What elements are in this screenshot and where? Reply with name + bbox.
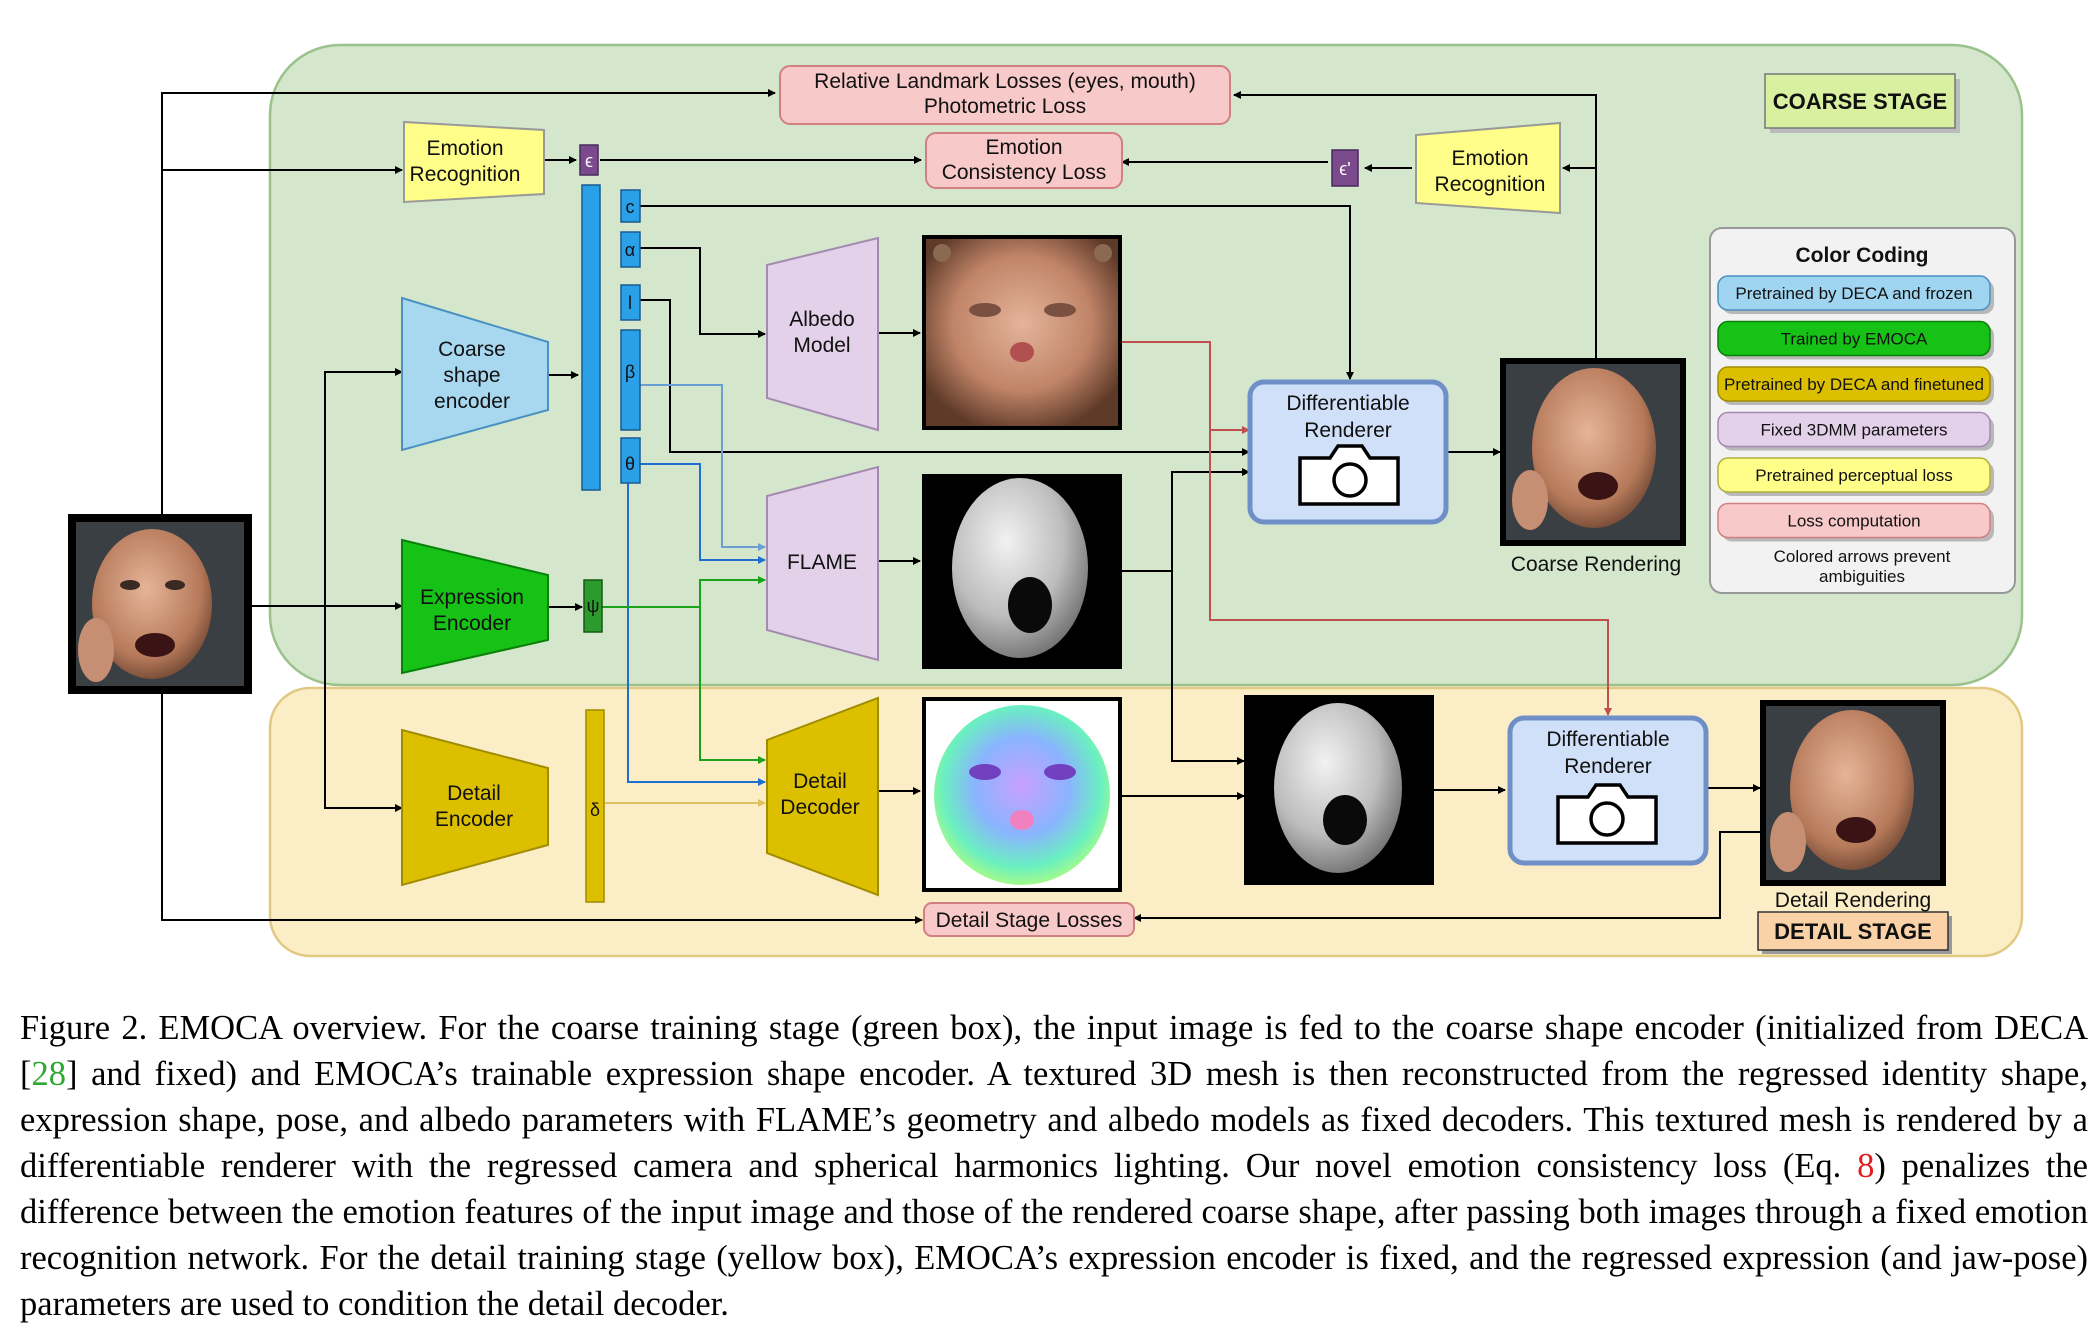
emotion-consistency-loss-box: Emotion Consistency Loss bbox=[925, 132, 1123, 189]
param-alpha: α bbox=[620, 231, 641, 268]
svg-text:ϵ': ϵ' bbox=[1339, 159, 1350, 179]
svg-text:β: β bbox=[625, 362, 635, 382]
detail-encoder: Detail Encoder bbox=[401, 728, 549, 887]
coarse-rendering-image bbox=[1500, 358, 1686, 546]
svg-text:Detail: Detail bbox=[793, 770, 847, 793]
flame-model: FLAME bbox=[766, 465, 879, 662]
svg-text:Coarse: Coarse bbox=[438, 338, 506, 361]
svg-text:Encoder: Encoder bbox=[433, 612, 511, 635]
legend-item-label: Fixed 3DMM parameters bbox=[1760, 421, 1947, 440]
emoca-diagram: COARSE STAGE DETAIL STAGE bbox=[68, 43, 2024, 958]
legend-item-label: Pretrained perceptual loss bbox=[1755, 466, 1953, 485]
svg-text:FLAME: FLAME bbox=[787, 551, 857, 574]
param-epsilon-prime: ϵ' bbox=[1331, 149, 1359, 187]
landmark-photometric-loss-box: Relative Landmark Losses (eyes, mouth) P… bbox=[779, 65, 1231, 125]
svg-text:Emotion: Emotion bbox=[1451, 147, 1528, 170]
svg-text:encoder: encoder bbox=[434, 390, 510, 413]
caption-part-3: ) penalizes the difference between the e… bbox=[20, 1147, 2088, 1323]
legend-swatch bbox=[1717, 457, 1991, 493]
emotion-recognition-right: Emotion Recognition bbox=[1415, 121, 1561, 215]
svg-text:Expression: Expression bbox=[420, 586, 524, 609]
svg-text:Decoder: Decoder bbox=[780, 796, 859, 819]
differentiable-renderer-detail: Differentiable Renderer bbox=[1507, 715, 1709, 866]
svg-text:Albedo: Albedo bbox=[789, 308, 854, 331]
svg-text:ψ: ψ bbox=[587, 596, 600, 616]
legend-item-label: Pretrained by DECA and frozen bbox=[1735, 284, 1972, 303]
svg-text:Recognition: Recognition bbox=[410, 163, 521, 186]
legend-title: Color Coding bbox=[1796, 244, 1929, 267]
coarse-latent-bar bbox=[581, 184, 601, 491]
svg-text:Detail: Detail bbox=[447, 782, 501, 805]
legend-swatch bbox=[1717, 366, 1991, 402]
svg-text:Differentiable: Differentiable bbox=[1546, 728, 1669, 751]
param-c: c bbox=[620, 189, 641, 223]
emotion-recognition-left: Emotion Recognition bbox=[403, 120, 545, 204]
param-delta: δ bbox=[585, 709, 605, 903]
caption-part-1: Figure 2. EMOCA overview. For the coarse… bbox=[20, 1009, 2088, 1093]
svg-text:Emotion: Emotion bbox=[985, 136, 1062, 159]
svg-text:Renderer: Renderer bbox=[1304, 419, 1392, 442]
differentiable-renderer-coarse: Differentiable Renderer bbox=[1247, 379, 1449, 525]
detail-mesh-image bbox=[1244, 695, 1434, 885]
albedo-model: Albedo Model bbox=[766, 236, 879, 432]
param-theta: θ bbox=[620, 437, 641, 484]
legend-swatch bbox=[1717, 320, 1991, 357]
legend-note: Colored arrows prevent bbox=[1774, 547, 1951, 566]
detail-decoder: Detail Decoder bbox=[766, 696, 879, 897]
expression-encoder: Expression Encoder bbox=[401, 538, 549, 675]
caption-part-2: ] and fixed) and EMOCA’s trainable expre… bbox=[20, 1055, 2088, 1185]
detail-stage-label: DETAIL STAGE bbox=[1774, 919, 1932, 944]
detail-rendering-label: Detail Rendering bbox=[1775, 889, 1931, 912]
albedo-texture-image bbox=[922, 235, 1122, 430]
coarse-rendering-label: Coarse Rendering bbox=[1511, 553, 1681, 576]
svg-text:shape: shape bbox=[443, 364, 500, 387]
svg-text:Detail Stage Losses: Detail Stage Losses bbox=[936, 909, 1123, 932]
input-image bbox=[68, 514, 252, 694]
svg-text:Renderer: Renderer bbox=[1564, 755, 1652, 778]
legend-item-label: Trained by EMOCA bbox=[1781, 330, 1928, 349]
param-epsilon: ϵ bbox=[579, 144, 599, 176]
svg-text:Photometric Loss: Photometric Loss bbox=[924, 95, 1086, 118]
svg-text:Relative Landmark Losses (eyes: Relative Landmark Losses (eyes, mouth) bbox=[814, 70, 1196, 93]
svg-text:Encoder: Encoder bbox=[435, 808, 513, 831]
svg-text:Differentiable: Differentiable bbox=[1286, 392, 1409, 415]
svg-text:l: l bbox=[628, 293, 632, 313]
figure-caption: Figure 2. EMOCA overview. For the coarse… bbox=[20, 1005, 2088, 1327]
param-l: l bbox=[620, 284, 641, 321]
detail-stage-losses-box: Detail Stage Losses bbox=[923, 902, 1135, 937]
svg-text:θ: θ bbox=[625, 454, 635, 474]
svg-text:Model: Model bbox=[793, 334, 850, 357]
legend-note-2: ambiguities bbox=[1819, 567, 1905, 586]
legend-swatch bbox=[1717, 502, 1991, 539]
camera-icon bbox=[1556, 783, 1658, 845]
svg-text:δ: δ bbox=[590, 800, 600, 820]
legend-item-label: Loss computation bbox=[1787, 512, 1920, 531]
citation-link[interactable]: 28 bbox=[31, 1055, 67, 1093]
svg-text:Emotion: Emotion bbox=[426, 137, 503, 160]
svg-text:Consistency Loss: Consistency Loss bbox=[942, 161, 1107, 184]
color-coding-legend: Color Coding Pretrained by DECA and froz… bbox=[1709, 227, 2016, 594]
coarse-stage-tag bbox=[1764, 73, 1956, 129]
param-psi: ψ bbox=[583, 579, 603, 633]
detail-rendering-image bbox=[1760, 700, 1946, 886]
coarse-shape-encoder: Coarse shape encoder bbox=[401, 296, 549, 452]
flame-mesh-image bbox=[922, 474, 1122, 669]
coarse-stage-label: COARSE STAGE bbox=[1773, 89, 1947, 114]
svg-text:c: c bbox=[626, 197, 635, 217]
legend-swatch bbox=[1717, 411, 1991, 448]
legend-item-label: Pretrained by DECA and finetuned bbox=[1724, 375, 1984, 394]
param-beta: β bbox=[620, 329, 641, 431]
svg-text:α: α bbox=[625, 240, 635, 260]
legend-swatch bbox=[1717, 275, 1991, 311]
camera-icon bbox=[1298, 444, 1400, 506]
svg-text:ϵ: ϵ bbox=[585, 151, 593, 171]
detail-stage-tag bbox=[1757, 911, 1949, 951]
normal-map-image bbox=[922, 697, 1122, 892]
svg-text:Recognition: Recognition bbox=[1435, 173, 1546, 196]
equation-link[interactable]: 8 bbox=[1857, 1147, 1875, 1185]
